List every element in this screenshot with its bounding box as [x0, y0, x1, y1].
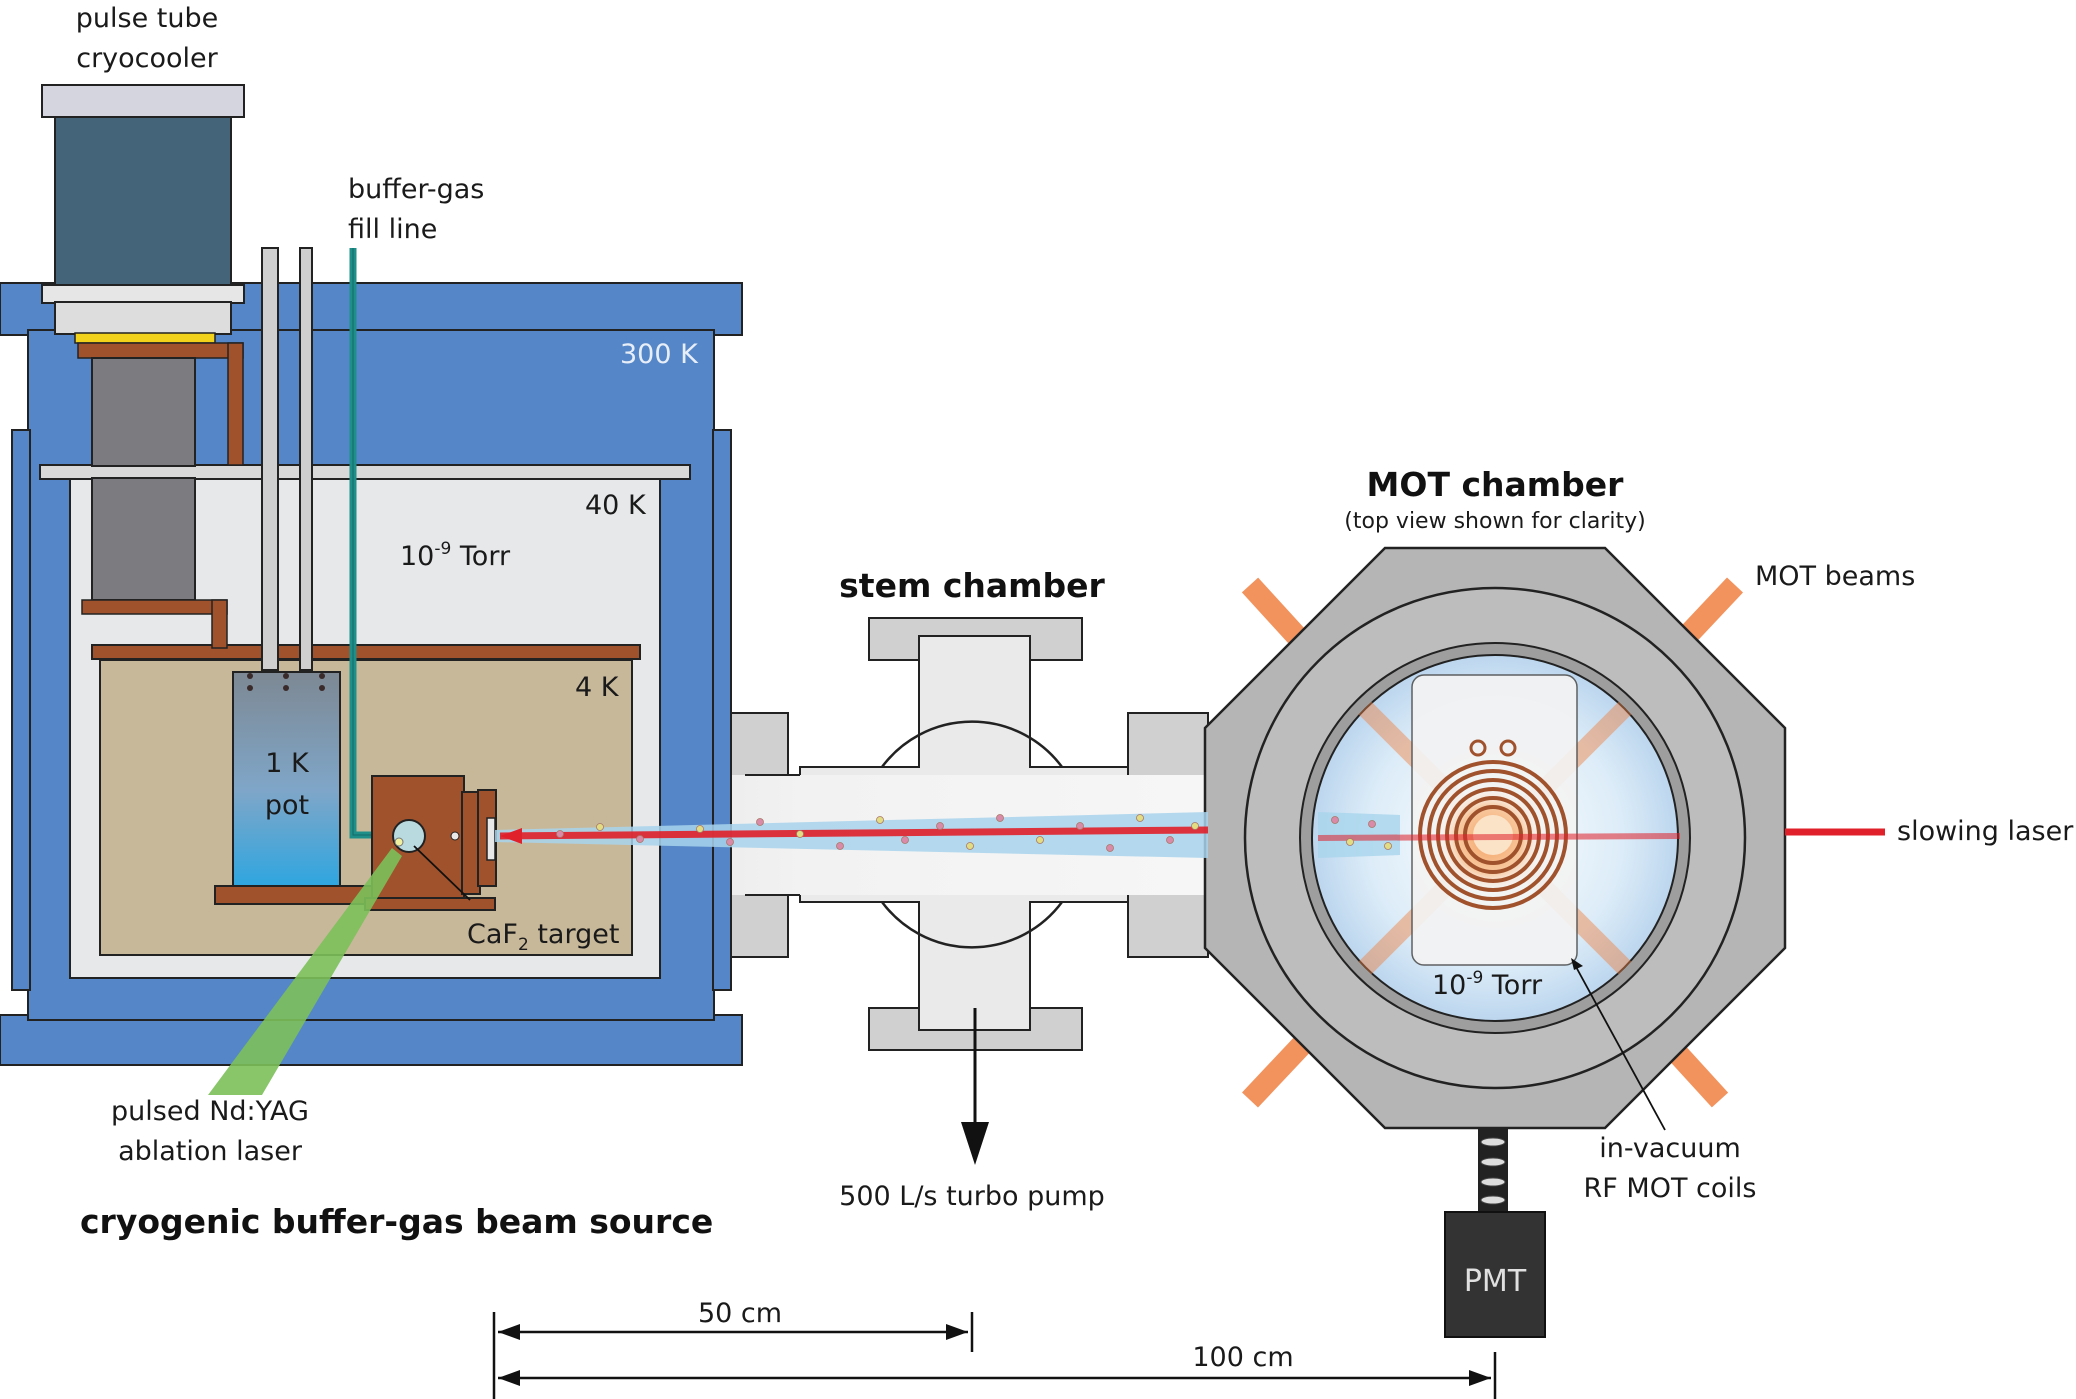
pot-label-line2: pot	[265, 790, 309, 821]
stem-outline-arc-top	[880, 720, 1064, 768]
scale-bars	[492, 1312, 1497, 1399]
slowing-laser-beam-stem	[499, 826, 1209, 840]
label-pressure-mot: 10-9 Torr	[1432, 968, 1543, 1001]
pmt-lenses	[1480, 1137, 1506, 1205]
vacuum-can-side-left	[11, 429, 31, 991]
label-4k: 4 K	[575, 672, 620, 703]
label-fill-line-2: fill line	[348, 214, 437, 245]
pot-pump-line-1	[261, 247, 279, 671]
target-pointer	[413, 845, 471, 901]
label-fill-line-1: buffer-gas	[348, 174, 484, 205]
cryocooler-yellow-band	[74, 332, 216, 344]
target-ablation-spot	[394, 837, 404, 847]
pmt-label: PMT	[1464, 1264, 1527, 1299]
stem-outline-arc-bottom	[880, 901, 1064, 949]
label-scale-50: 50 cm	[698, 1298, 782, 1329]
cryo-stage2-column	[91, 477, 196, 601]
one-k-pot-bolts	[247, 673, 325, 691]
label-target: CaF2 target	[467, 919, 619, 955]
label-pulse-tube-2: cryocooler	[76, 43, 218, 74]
pointers	[413, 845, 1666, 1131]
slowing-laser-arrowhead	[500, 828, 522, 844]
label-ablation-1: pulsed Nd:YAG	[111, 1096, 309, 1127]
cell-window-port	[450, 831, 460, 841]
cell-aperture	[486, 817, 496, 861]
label-mot-title: MOT chamber	[1367, 465, 1625, 504]
label-pulse-tube-1: pulse tube	[76, 3, 218, 34]
pmt-assembly: PMT	[1444, 1128, 1546, 1338]
coils-pointer	[1574, 964, 1666, 1131]
one-k-pot	[232, 671, 341, 888]
cryocooler-body	[54, 116, 232, 288]
cryocooler-collar	[41, 284, 245, 304]
cryo-stage1-column	[91, 357, 196, 467]
label-stem-title: stem chamber	[839, 566, 1105, 605]
label-300k: 300 K	[620, 339, 699, 370]
cryo-stage2-link-vert	[211, 599, 228, 649]
molecules	[556, 814, 1392, 852]
label-mot-beams: MOT beams	[1755, 561, 1915, 592]
cryo-stage1-link	[77, 342, 244, 359]
label-pressure-left: 10-9 Torr	[400, 539, 511, 572]
caf2-target	[392, 819, 426, 853]
label-scale-100: 100 cm	[1192, 1342, 1293, 1373]
slowing-laser-beam-mot	[1317, 833, 1681, 841]
pot-label-line1: 1 K	[265, 748, 310, 779]
vacuum-can-bottom-flange	[0, 1014, 743, 1066]
turbo-pump-arrow	[961, 1008, 989, 1165]
pmt-box	[1444, 1211, 1546, 1338]
label-coils-1: in-vacuum	[1599, 1133, 1741, 1164]
vacuum-can-side-right	[712, 429, 732, 991]
label-ablation-2: ablation laser	[118, 1136, 303, 1167]
pot-pump-line-2	[299, 247, 313, 671]
coils-pointer-head	[1571, 958, 1583, 970]
beams	[208, 812, 1885, 1095]
cryo-stage1-link-vert	[227, 342, 244, 466]
label-source-title: cryogenic buffer-gas beam source	[80, 1202, 713, 1241]
label-40k: 40 K	[585, 490, 647, 521]
label-coils-2: RF MOT coils	[1584, 1173, 1757, 1204]
label-turbo: 500 L/s turbo pump	[839, 1181, 1105, 1212]
label-slowing-laser: slowing laser	[1897, 816, 2074, 847]
cryo-stage2-link	[81, 599, 228, 615]
cryocooler-cap	[41, 84, 245, 118]
cryocooler-neck	[54, 301, 232, 335]
plate-4k	[91, 644, 641, 660]
label-mot-subtitle: (top view shown for clarity)	[1344, 509, 1645, 534]
ablation-laser-beam	[208, 848, 402, 1095]
shield-40k-plate	[39, 464, 691, 480]
cell-base-plate	[364, 897, 496, 911]
